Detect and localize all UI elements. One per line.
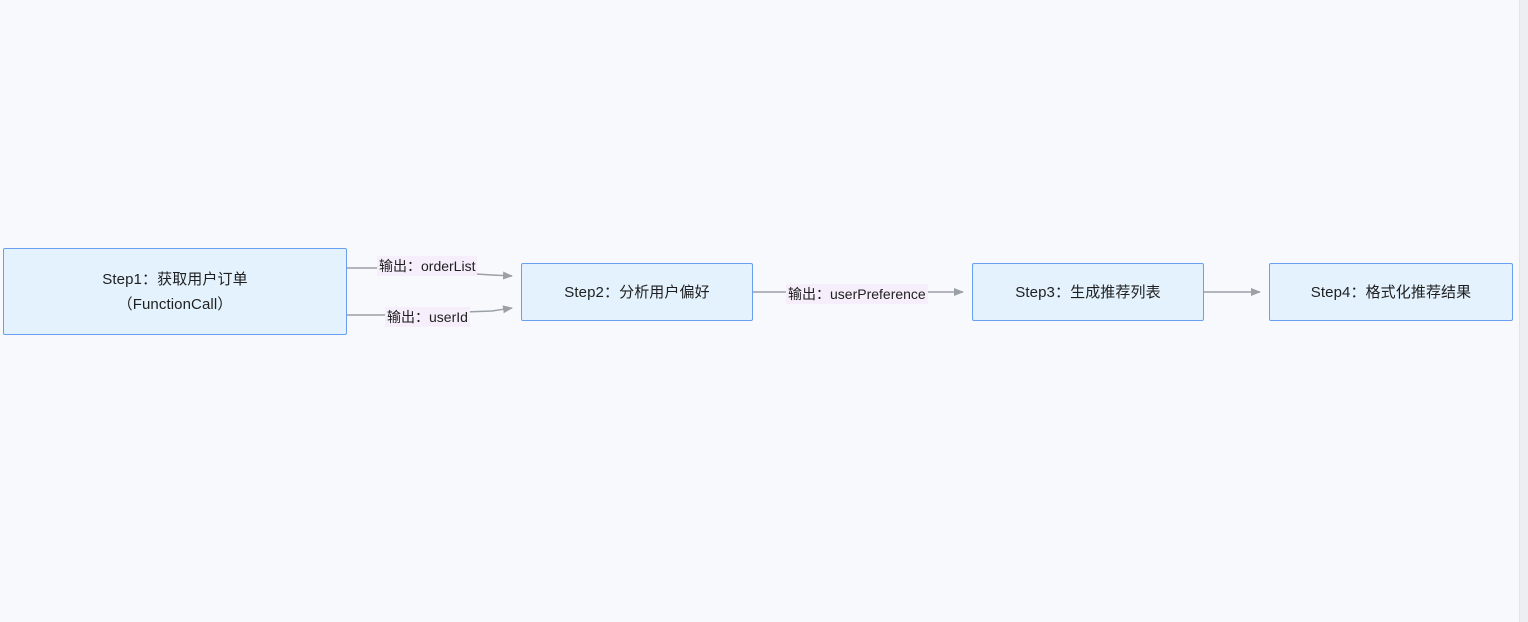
- flow-node-step2[interactable]: Step2：分析用户偏好: [521, 263, 753, 321]
- flow-node-step4-label: Step4：格式化推荐结果: [1310, 283, 1472, 301]
- flow-node-step4[interactable]: Step4：格式化推荐结果: [1269, 263, 1513, 321]
- flow-node-step2-label: Step2：分析用户偏好: [564, 283, 710, 301]
- edge-label-userpreference: 输出：userPreference: [786, 284, 928, 304]
- flow-node-step1-label: Step1：获取用户订单 （FunctionCall）: [102, 270, 248, 313]
- edge-label-orderlist: 输出：orderList: [377, 256, 478, 276]
- edge-label-userid: 输出：userId: [385, 307, 470, 327]
- flow-node-step3-label: Step3：生成推荐列表: [1015, 283, 1161, 301]
- flow-node-step1[interactable]: Step1：获取用户订单 （FunctionCall）: [3, 248, 347, 335]
- flow-node-step3[interactable]: Step3：生成推荐列表: [972, 263, 1204, 321]
- vertical-scrollbar[interactable]: [1519, 0, 1528, 622]
